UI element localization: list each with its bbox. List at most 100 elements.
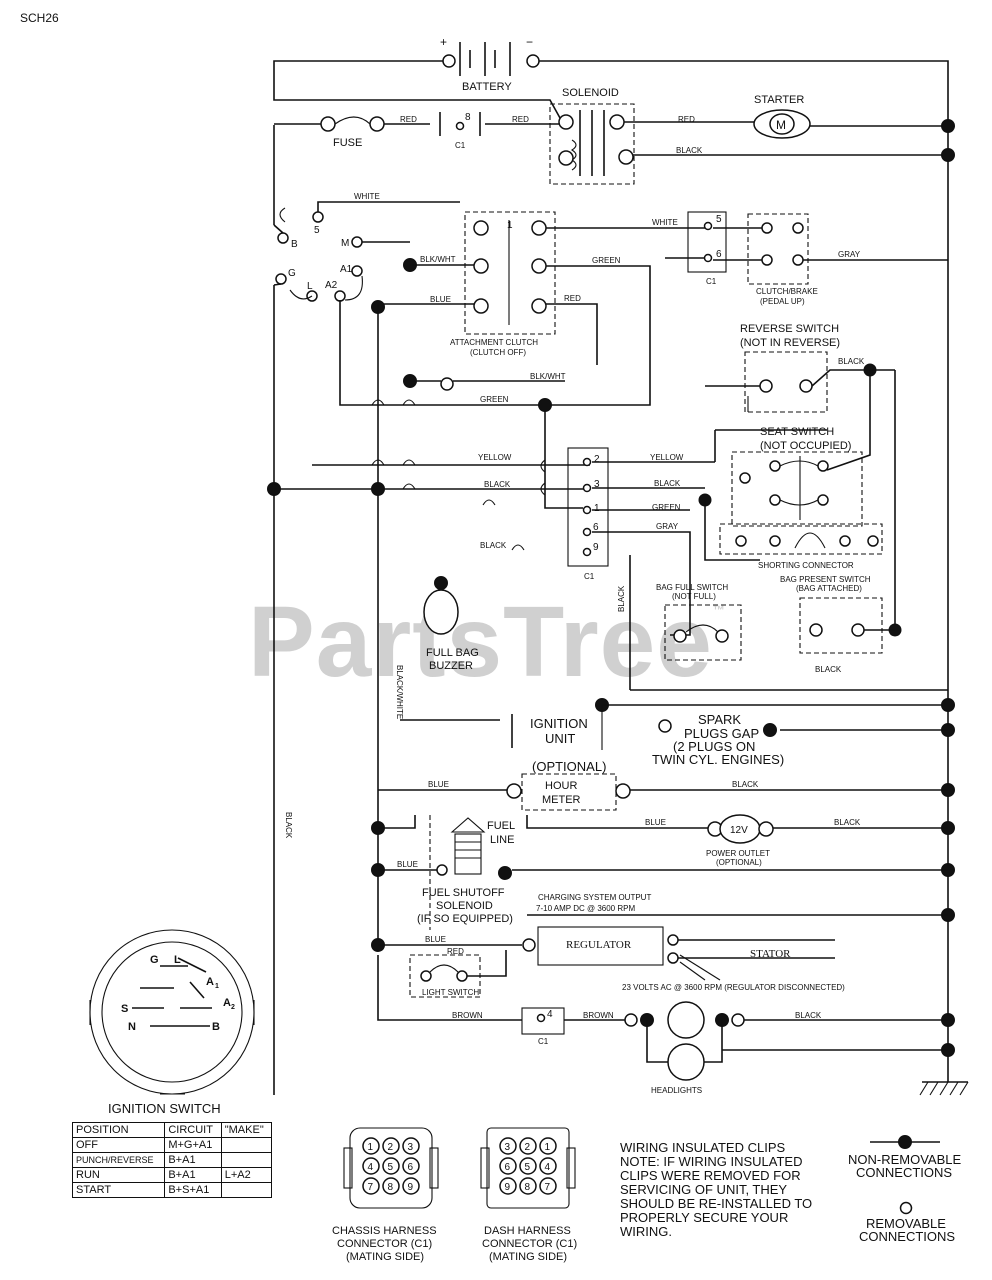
svg-text:FUEL SHUTOFF: FUEL SHUTOFF (422, 887, 505, 899)
table-row: OFF M+G+A1 (71, 1137, 273, 1153)
table-row: PUNCH/REVERSE B+A1 (71, 1152, 273, 1168)
svg-text:CLIPS WERE REMOVED FOR: CLIPS WERE REMOVED FOR (620, 1168, 801, 1183)
svg-text:BLACK: BLACK (795, 1011, 822, 1020)
attachment-clutch (464, 211, 556, 335)
svg-text:M: M (341, 238, 349, 249)
svg-text:BLACK: BLACK (654, 479, 681, 488)
table-cell: B+A1 (164, 1152, 222, 1168)
table-cell (220, 1152, 273, 1168)
svg-text:WHITE: WHITE (354, 192, 380, 201)
svg-text:BLUE: BLUE (428, 780, 449, 789)
svg-text:GRAY: GRAY (838, 250, 861, 259)
connector-pin-number: 3 (408, 1142, 414, 1153)
ignition-switch-title: IGNITION SWITCH (108, 1101, 221, 1116)
connector-pin-number: 1 (368, 1142, 374, 1153)
svg-text:9: 9 (593, 542, 599, 553)
svg-text:LINE: LINE (490, 834, 514, 846)
solenoid (549, 103, 635, 185)
svg-text:RED: RED (447, 947, 464, 956)
svg-text:REVERSE SWITCH: REVERSE SWITCH (740, 323, 839, 335)
connector-pin-number: 6 (408, 1162, 414, 1173)
watermark: PartsTree™ (248, 586, 726, 698)
solenoid-label: SOLENOID (562, 87, 619, 99)
connector-pin (499, 1177, 517, 1195)
connector-pin-number: 7 (545, 1182, 551, 1193)
ground-symbol (919, 1081, 969, 1096)
svg-text:WIRING INSULATED CLIPS: WIRING INSULATED CLIPS (620, 1140, 786, 1155)
svg-text:SPARK: SPARK (698, 712, 741, 727)
svg-text:7-10 AMP DC @ 3600 RPM: 7-10 AMP DC @ 3600 RPM (536, 904, 635, 913)
svg-text:6: 6 (593, 522, 599, 533)
svg-text:CONNECTIONS: CONNECTIONS (856, 1165, 952, 1180)
svg-text:IGNITION: IGNITION (530, 716, 588, 731)
col-make: "MAKE" (220, 1122, 273, 1138)
svg-text:FULL BAG: FULL BAG (426, 647, 479, 659)
table-cell (220, 1137, 273, 1153)
ignition-switch-table: POSITION CIRCUIT "MAKE" OFF M+G+A1 PUNCH… (71, 1122, 273, 1198)
svg-text:C1: C1 (584, 572, 595, 581)
table-cell: L+A2 (220, 1167, 273, 1183)
svg-text:SERVICING OF UNIT, THEY: SERVICING OF UNIT, THEY (620, 1182, 787, 1197)
svg-text:REGULATOR: REGULATOR (566, 939, 632, 951)
connector-pin-number: 1 (545, 1142, 551, 1153)
battery-label: BATTERY (462, 81, 512, 93)
svg-text:B: B (212, 1021, 220, 1033)
svg-text:S: S (121, 1003, 128, 1015)
svg-text:BLUE: BLUE (397, 860, 418, 869)
col-position: POSITION (71, 1122, 166, 1138)
svg-text:BLACK/WHITE: BLACK/WHITE (395, 665, 404, 719)
svg-text:C1: C1 (706, 277, 717, 286)
connector-pin-number: 2 (388, 1142, 394, 1153)
svg-text:YELLOW: YELLOW (478, 453, 512, 462)
svg-text:GREEN: GREEN (592, 256, 621, 265)
svg-text:YELLOW: YELLOW (650, 453, 684, 462)
connector-pin (519, 1137, 537, 1155)
connector-pin (382, 1177, 400, 1195)
svg-text:−: − (526, 35, 533, 49)
svg-text:PLUGS GAP: PLUGS GAP (684, 726, 759, 741)
svg-text:LIGHT SWITCH: LIGHT SWITCH (422, 988, 479, 997)
svg-text:L: L (174, 954, 181, 966)
svg-text:WHITE: WHITE (652, 218, 678, 227)
svg-text:C1: C1 (538, 1037, 549, 1046)
svg-text:REMOVABLE: REMOVABLE (866, 1216, 946, 1231)
svg-text:BLACK: BLACK (676, 146, 703, 155)
svg-text:BLK/WHT: BLK/WHT (530, 372, 566, 381)
svg-text:6: 6 (716, 249, 722, 260)
svg-text:CONNECTOR (C1): CONNECTOR (C1) (337, 1238, 432, 1250)
svg-text:5: 5 (314, 225, 320, 236)
starter: STARTER M (753, 94, 811, 139)
svg-text:UNIT: UNIT (545, 731, 575, 746)
svg-text:(MATING SIDE): (MATING SIDE) (346, 1251, 424, 1263)
svg-text:BROWN: BROWN (583, 1011, 614, 1020)
svg-text:CONNECTOR (C1): CONNECTOR (C1) (482, 1238, 577, 1250)
svg-text:5: 5 (716, 214, 722, 225)
svg-text:BLACK: BLACK (284, 812, 293, 839)
connector-pin (362, 1157, 380, 1175)
svg-text:(OPTIONAL): (OPTIONAL) (532, 759, 606, 774)
connector-pin-number: 6 (505, 1162, 511, 1173)
svg-text:HOUR: HOUR (545, 780, 577, 792)
svg-text:RED: RED (564, 294, 581, 303)
svg-text:A: A (206, 976, 214, 988)
svg-text:TWIN CYL. ENGINES): TWIN CYL. ENGINES) (652, 752, 784, 767)
bag-present-switch (799, 597, 883, 654)
connector-pin-number: 9 (408, 1182, 414, 1193)
connector-pin (382, 1157, 400, 1175)
clutch-brake-switch (747, 213, 809, 285)
headlight-2 (667, 1043, 705, 1081)
svg-text:BLUE: BLUE (645, 818, 666, 827)
svg-text:23 VOLTS AC @ 3600 RPM (REGULA: 23 VOLTS AC @ 3600 RPM (REGULATOR DISCON… (622, 983, 845, 992)
svg-text:NOTE: IF WIRING INSULATED: NOTE: IF WIRING INSULATED (620, 1154, 803, 1169)
svg-text:1: 1 (215, 983, 219, 990)
svg-text:(IF SO EQUIPPED): (IF SO EQUIPPED) (417, 913, 513, 925)
svg-text:GRAY: GRAY (656, 522, 679, 531)
svg-text:CHASSIS HARNESS: CHASSIS HARNESS (332, 1225, 437, 1237)
svg-text:WIRING.: WIRING. (620, 1224, 672, 1239)
c1-connector (567, 447, 609, 567)
svg-text:GREEN: GREEN (652, 503, 681, 512)
svg-text:DASH HARNESS: DASH HARNESS (484, 1225, 571, 1237)
connector-pin (519, 1177, 537, 1195)
svg-text:BAG FULL SWITCH: BAG FULL SWITCH (656, 583, 728, 592)
